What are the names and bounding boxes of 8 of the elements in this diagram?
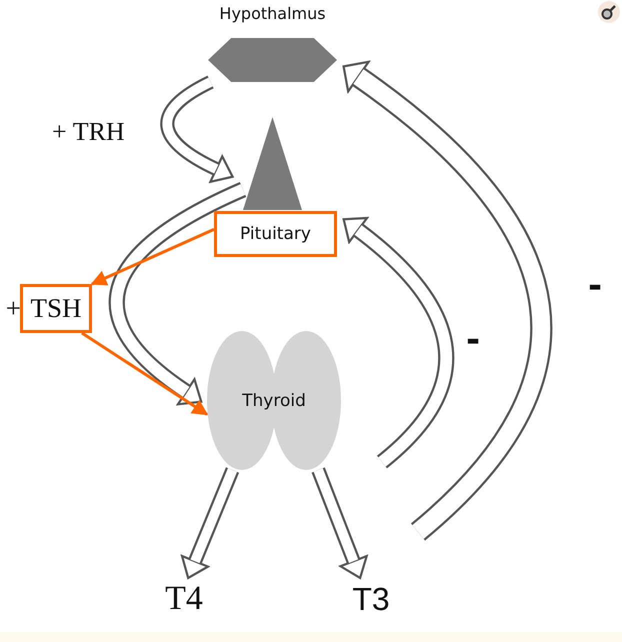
node-label: T3: [352, 580, 390, 618]
arrow: [81, 332, 208, 416]
label-box: Pituitary: [214, 211, 337, 257]
node-label: Thyroid: [242, 390, 306, 410]
sign-label: +: [6, 293, 21, 324]
arrow: [90, 228, 215, 286]
node-label: T4: [165, 580, 203, 618]
node-label: Hypothalmus: [219, 4, 326, 23]
